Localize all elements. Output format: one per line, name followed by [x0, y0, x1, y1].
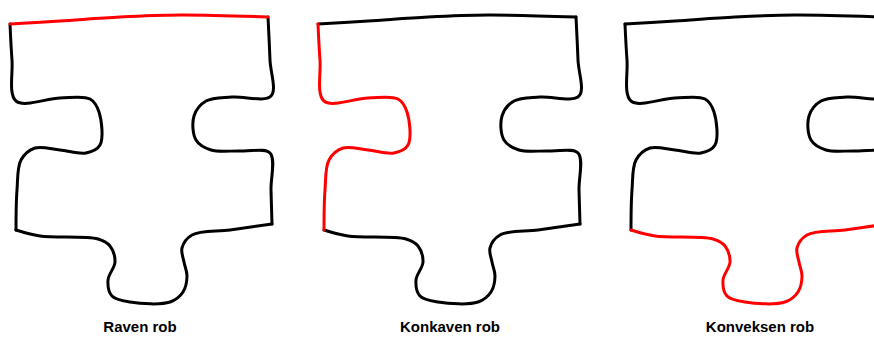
edge-caption: Raven rob [103, 318, 176, 335]
piece-edge [501, 17, 582, 224]
piece-edge [324, 224, 580, 304]
edge-caption: Konveksen rob [706, 318, 814, 335]
piece-edge [808, 17, 874, 224]
highlighted-edge [10, 15, 268, 24]
puzzle-piece [10, 15, 273, 304]
piece-edge [193, 17, 274, 224]
puzzle-piece [318, 15, 581, 304]
piece-edge [10, 24, 102, 230]
edge-caption: Konkaven rob [400, 318, 500, 335]
highlighted-edge [318, 24, 410, 230]
piece-edge [625, 15, 874, 24]
puzzle-piece [625, 15, 874, 304]
highlighted-edge [631, 224, 874, 304]
piece-edge [625, 24, 717, 230]
piece-edge [318, 15, 576, 24]
piece-edge [16, 224, 272, 304]
